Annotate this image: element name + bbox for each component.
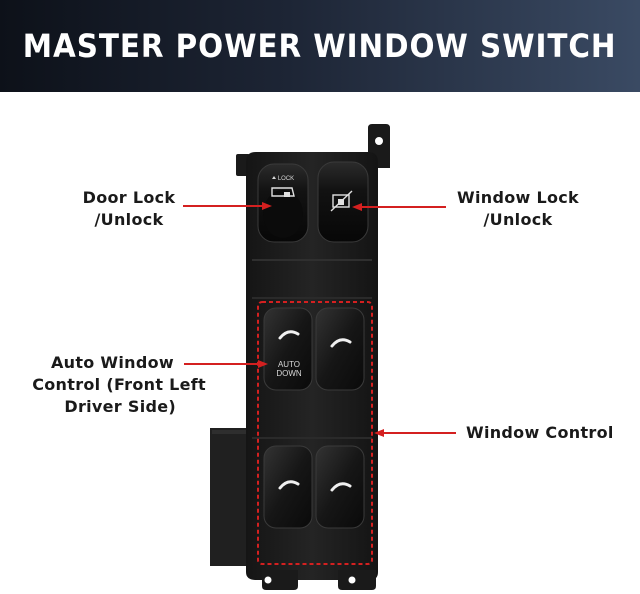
callout-auto-window-line3: Driver Side) <box>64 397 176 416</box>
callout-window-lock: Window Lock /Unlock <box>450 187 586 231</box>
mounting-tab-bottom-left <box>262 570 298 590</box>
callout-window-control: Window Control <box>466 422 614 444</box>
leader-door-lock <box>183 202 272 210</box>
callout-auto-window-line2: Control (Front Left <box>32 375 206 394</box>
window-switch-arc-icon <box>278 480 300 490</box>
mounting-tab-bottom-right <box>338 570 376 590</box>
window-switch-arc-icon <box>330 338 352 348</box>
callout-auto-window-line1: Auto Window <box>50 353 174 372</box>
auto-label-line1: AUTO <box>278 360 300 369</box>
callout-window-lock-line1: Window Lock <box>457 188 579 207</box>
callout-window-control-line1: Window Control <box>466 423 614 442</box>
callout-door-lock-line1: Door Lock <box>82 188 176 207</box>
window-switch-front-left[interactable]: AUTO DOWN <box>263 307 313 391</box>
lock-arrow-icon <box>272 176 276 179</box>
window-switch-rear-right[interactable] <box>315 445 365 529</box>
mounting-hole-bottom-left <box>264 576 272 584</box>
window-lock-button[interactable] <box>317 161 369 243</box>
switch-illustration: LOCK AUTO DOWN <box>183 124 456 590</box>
auto-label-line2: DOWN <box>276 369 302 378</box>
door-lock-button[interactable]: LOCK <box>257 163 309 243</box>
side-connector-edge <box>212 430 256 434</box>
leader-window-lock <box>352 203 446 211</box>
car-door-lock-icon <box>271 187 295 197</box>
leader-auto-window <box>184 360 268 368</box>
window-control-highlight <box>257 301 373 565</box>
header-banner: MASTER POWER WINDOW SWITCH <box>0 0 640 92</box>
window-lock-crossed-icon <box>330 190 353 212</box>
callout-window-lock-line2: /Unlock <box>483 210 553 229</box>
lock-button-text: LOCK <box>278 176 294 182</box>
window-switch-arc-icon <box>278 330 300 340</box>
window-switch-rear-left[interactable] <box>263 445 313 529</box>
mounting-hole-bottom-right <box>348 576 356 584</box>
mounting-hole-top <box>375 137 383 145</box>
page-title: MASTER POWER WINDOW SWITCH <box>23 27 617 65</box>
leader-window-control <box>374 429 456 437</box>
window-switch-arc-icon <box>330 482 352 492</box>
callout-door-lock-line2: /Unlock <box>94 210 164 229</box>
callout-door-lock: Door Lock /Unlock <box>74 187 184 231</box>
window-switch-front-right[interactable] <box>315 307 365 391</box>
callout-auto-window: Auto Window Control (Front Left Driver S… <box>14 352 206 418</box>
